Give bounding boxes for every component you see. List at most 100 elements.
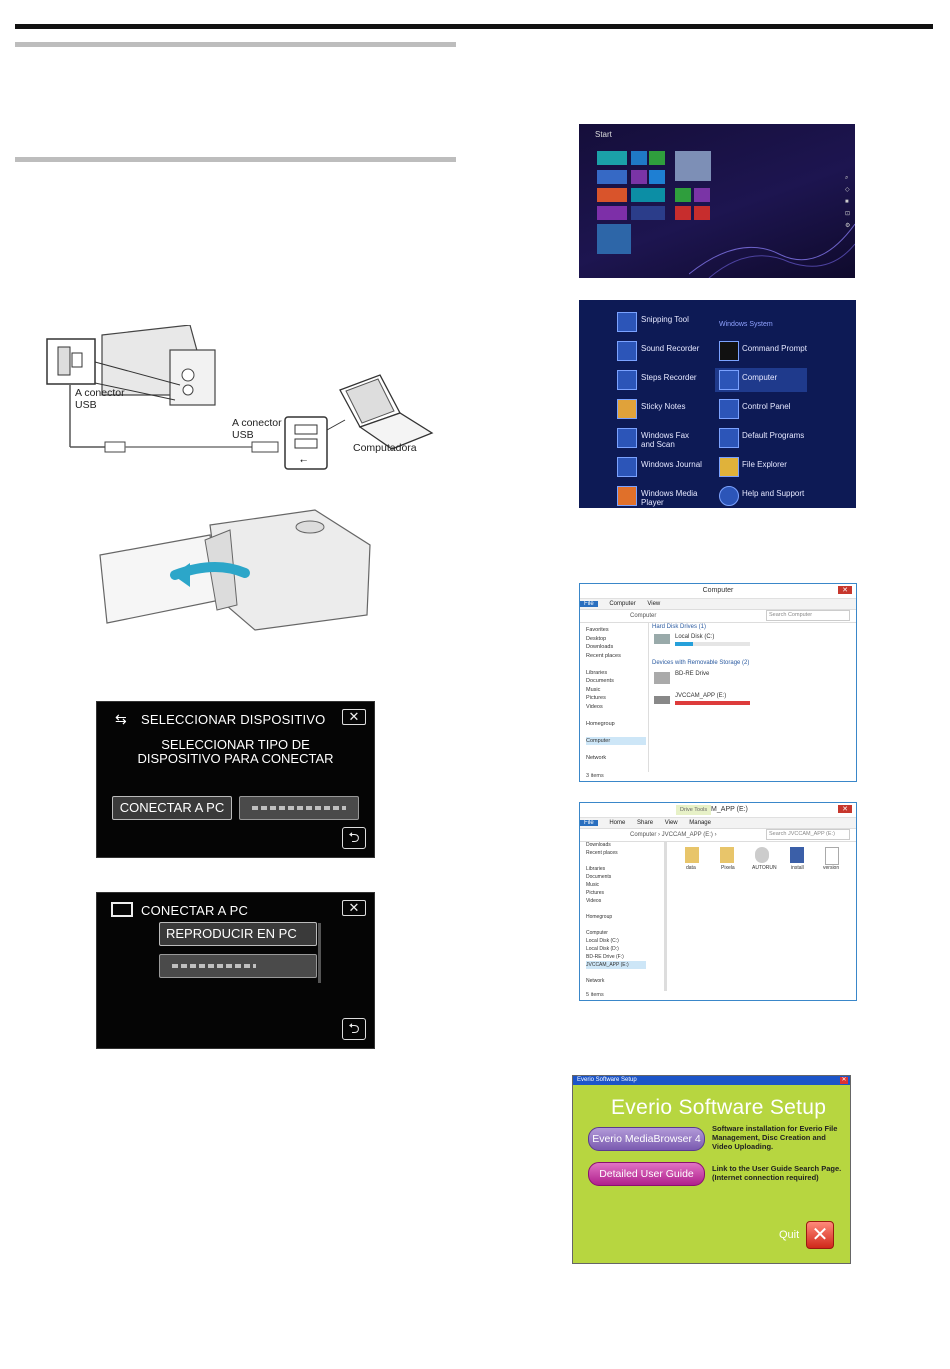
app-label[interactable]: Windows Media Player <box>641 489 698 507</box>
app-label[interactable]: File Explorer <box>742 460 787 469</box>
nav-item[interactable]: Documents <box>586 678 614 684</box>
close-icon[interactable]: ✕ <box>838 586 852 594</box>
ribbon-tab[interactable]: Manage <box>689 820 711 826</box>
nav-item[interactable]: BD-RE Drive (F:) <box>586 954 624 960</box>
nav-item[interactable]: Recent places <box>586 652 621 659</box>
quit-label[interactable]: Quit <box>779 1229 800 1241</box>
nav-item[interactable]: Local Disk (D:) <box>586 946 619 952</box>
file-label[interactable]: data <box>686 865 696 871</box>
ribbon-tab[interactable]: File <box>580 820 598 826</box>
drive-tools-tab[interactable]: Drive Tools <box>676 805 712 815</box>
nav-pane: Downloads Recent places Libraries Docume… <box>586 841 646 985</box>
app-icon[interactable] <box>617 428 637 448</box>
app-icon[interactable] <box>719 457 739 477</box>
search-input[interactable]: Search Computer <box>766 610 850 621</box>
scrollbar[interactable] <box>318 923 321 983</box>
address-bar[interactable]: Computer <box>580 610 856 623</box>
app-label[interactable]: Command Prompt <box>742 344 807 353</box>
mediabrowser-button[interactable]: Everio MediaBrowser 4 <box>588 1127 705 1151</box>
app-icon[interactable] <box>617 312 637 332</box>
app-label[interactable]: Windows Fax and Scan <box>641 431 690 449</box>
search-input[interactable]: Search JVCCAM_APP (E:) <box>766 829 850 840</box>
window-title: Everio Software Setup <box>573 1076 850 1085</box>
nav-item[interactable]: Videos <box>586 703 603 710</box>
back-button[interactable]: ⮌ <box>342 827 366 849</box>
nav-item <box>586 857 646 865</box>
connect-pc-button[interactable]: CONECTAR A PC <box>112 796 232 820</box>
ribbon-tab[interactable]: View <box>664 820 678 826</box>
app-label[interactable]: Control Panel <box>742 402 791 411</box>
drive-icon <box>654 696 670 704</box>
close-icon[interactable]: ✕ <box>838 805 852 813</box>
nav-item[interactable]: Local Disk (C:) <box>586 938 619 944</box>
user-guide-button[interactable]: Detailed User Guide <box>588 1162 705 1186</box>
quit-x-icon[interactable]: ✕ <box>806 1221 834 1249</box>
nav-item[interactable]: Downloads <box>586 842 611 848</box>
app-label[interactable]: Windows Journal <box>641 460 702 469</box>
ribbon-tab[interactable]: Home <box>609 820 626 826</box>
nav-item[interactable]: Pictures <box>586 695 606 701</box>
nav-item[interactable]: Desktop <box>586 635 607 642</box>
nav-item[interactable]: Homegroup <box>586 720 615 727</box>
nav-item[interactable]: Recent places <box>586 850 618 856</box>
address-bar[interactable]: Computer › JVCCAM_APP (E:) › <box>580 829 856 842</box>
close-button[interactable]: ✕ <box>342 709 366 725</box>
nav-item[interactable]: Downloads <box>586 644 614 650</box>
file-label[interactable]: Pixela <box>721 865 735 871</box>
nav-item[interactable]: Libraries <box>586 669 608 676</box>
ribbon-tab[interactable]: View <box>647 601 661 607</box>
file-label[interactable]: version <box>823 865 840 871</box>
mediabrowser-description: Software installation for Everio File Ma… <box>712 1124 838 1151</box>
nav-scrollbar[interactable] <box>664 841 667 991</box>
ribbon-tab[interactable]: Share <box>637 820 654 826</box>
drive-label[interactable]: BD-RE Drive <box>675 671 710 677</box>
app-label[interactable]: Sticky Notes <box>641 402 686 411</box>
app-icon[interactable] <box>719 399 739 419</box>
app-icon[interactable] <box>617 486 637 506</box>
camera-open-illustration <box>99 509 371 631</box>
file-label[interactable]: AUTORUN <box>752 865 777 871</box>
nav-item[interactable]: JVCCAM_APP (E:) <box>586 961 646 969</box>
app-label[interactable]: Help and Support <box>742 489 805 498</box>
nav-item[interactable]: Videos <box>586 898 602 904</box>
nav-item[interactable]: Libraries <box>586 866 606 872</box>
nav-item[interactable]: Music <box>586 882 600 888</box>
select-device-screen: ⇆ SELECCIONAR DISPOSITIVO ✕ SELECCIONAR … <box>96 701 375 858</box>
app-icon[interactable] <box>719 486 739 506</box>
ribbon-tab[interactable]: Computer <box>609 601 636 607</box>
app-label[interactable]: Default Programs <box>742 431 805 440</box>
other-device-button[interactable] <box>239 796 359 820</box>
nav-item[interactable]: Network <box>586 754 607 761</box>
close-icon[interactable]: ✕ <box>840 1077 848 1084</box>
app-label[interactable]: Steps Recorder <box>641 373 697 382</box>
nav-item[interactable]: Computer <box>586 930 608 936</box>
play-on-pc-button[interactable]: REPRODUCIR EN PC <box>159 922 317 946</box>
nav-item[interactable]: Pictures <box>586 890 605 896</box>
app-label[interactable]: Sound Recorder <box>641 344 700 353</box>
drive-label[interactable]: Local Disk (C:) <box>675 634 715 640</box>
pane-divider <box>648 622 649 772</box>
nav-item[interactable]: Network <box>586 978 605 984</box>
ribbon-tab[interactable]: File <box>580 601 598 607</box>
ribbon: File Computer View <box>580 599 856 610</box>
app-icon[interactable] <box>617 457 637 477</box>
back-button[interactable]: ⮌ <box>342 1018 366 1040</box>
second-option-button[interactable] <box>159 954 317 978</box>
app-icon[interactable] <box>719 370 739 390</box>
drive-label[interactable]: JVCCAM_APP (E:) <box>675 693 727 699</box>
app-icon[interactable] <box>617 399 637 419</box>
file-label[interactable]: install <box>791 865 804 871</box>
app-icon[interactable] <box>617 370 637 390</box>
nav-item[interactable]: Homegroup <box>586 914 613 920</box>
app-label[interactable]: Snipping Tool <box>641 315 689 324</box>
close-button[interactable]: ✕ <box>342 900 366 916</box>
nav-item[interactable]: Music <box>586 686 601 693</box>
app-icon[interactable] <box>719 341 739 361</box>
nav-item[interactable]: Computer <box>586 736 646 745</box>
nav-item[interactable]: Documents <box>586 874 612 880</box>
app-icon[interactable] <box>719 428 739 448</box>
app-label[interactable]: Computer <box>742 373 778 382</box>
charms-bar[interactable]: ⌕◇■⊡⚙ <box>845 175 851 229</box>
nav-item[interactable]: Favorites <box>586 627 609 633</box>
app-icon[interactable] <box>617 341 637 361</box>
